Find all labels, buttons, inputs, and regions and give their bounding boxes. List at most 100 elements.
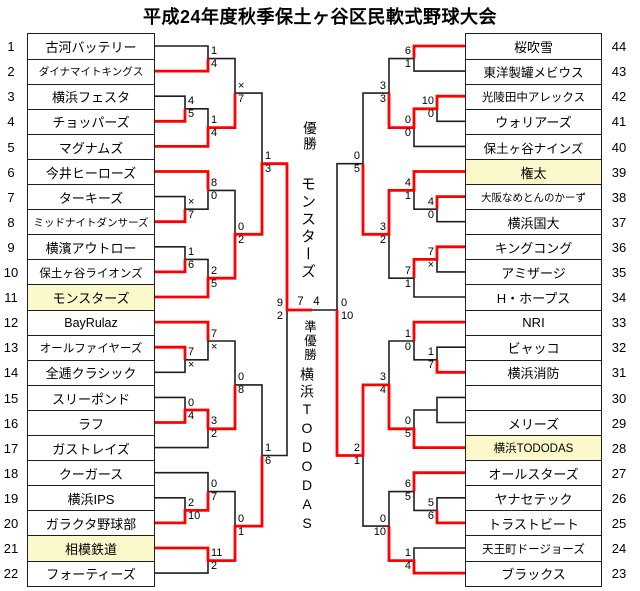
team-box: キングコング	[465, 234, 602, 261]
seed-number: 39	[611, 164, 627, 180]
team-box: ダイナマイトキングス	[27, 58, 155, 86]
seed-number: 13	[3, 340, 19, 356]
score-label: ×	[238, 79, 245, 92]
seed-number: 41	[611, 114, 627, 130]
seed-number: 1	[7, 39, 15, 55]
seed-number: 26	[611, 490, 627, 506]
team-box: H・ホープス	[465, 284, 602, 311]
score-label: 4	[427, 195, 434, 208]
seed-number: 5	[7, 139, 15, 155]
final-score-left: 7	[297, 296, 304, 308]
seed-number: 14	[3, 365, 19, 381]
score-label: 1	[211, 45, 218, 58]
seed-number: 32	[611, 340, 627, 356]
score-label: 7	[427, 359, 434, 372]
score-label: 0	[404, 415, 411, 428]
seed-number: 27	[611, 465, 627, 481]
champion-name: モンスターズ	[299, 176, 316, 281]
score-label: 7	[427, 245, 434, 258]
team-box: ターキーズ	[27, 184, 155, 211]
team-box: フォーティーズ	[27, 560, 155, 588]
score-label: 2	[276, 309, 283, 322]
team-box: 保土ヶ谷ライオンズ	[27, 259, 155, 286]
seed-number: 33	[611, 315, 627, 331]
score-label: 5	[353, 163, 360, 176]
team-box: オールファイヤーズ	[27, 334, 155, 362]
team-box: ヤナセテック	[465, 485, 602, 512]
team-box: 保土ヶ谷ナインズ	[465, 133, 602, 161]
score-label: 7	[238, 92, 245, 105]
team-box: アミザージ	[465, 259, 602, 286]
seed-number: 7	[7, 189, 15, 205]
team-box: オールスターズ	[465, 460, 602, 487]
team-box: チョッパーズ	[27, 108, 155, 136]
team-box: ガラクタ野球部	[27, 510, 155, 537]
team-box: 相模鉄道	[27, 535, 155, 562]
seed-number: 6	[7, 164, 15, 180]
score-label: 1	[404, 327, 411, 340]
team-box: 全逓クラシック	[27, 359, 155, 387]
score-label: ×	[188, 359, 195, 372]
team-box: BayRulaz	[27, 309, 155, 337]
team-box: 古河バッテリー	[27, 33, 155, 60]
score-label: 3	[379, 79, 386, 92]
team-box: メリーズ	[465, 409, 602, 437]
team-box: クーガース	[27, 460, 155, 487]
score-label: 0	[404, 127, 411, 140]
score-label: 5	[188, 108, 195, 121]
team-box: 横浜国大	[465, 209, 602, 236]
score-label: 0	[211, 478, 218, 491]
score-label: 8	[238, 384, 245, 397]
score-label: 1	[404, 547, 411, 560]
score-label: 3	[379, 92, 386, 105]
team-box: 桜吹雪	[465, 33, 602, 60]
score-label: ×	[427, 258, 434, 271]
seed-number: 10	[3, 265, 19, 281]
score-label: 2	[211, 428, 218, 441]
score-label: 7	[211, 327, 218, 340]
score-label: 5	[404, 428, 411, 441]
team-box: ブラックス	[465, 560, 602, 588]
team-box: 権太	[465, 158, 602, 186]
team-box: 光陵田中アレックス	[465, 83, 602, 111]
team-box: モンスターズ	[27, 284, 155, 311]
score-label: 1	[404, 277, 411, 290]
score-label: 11	[211, 547, 223, 560]
team-box: 横浜フェスタ	[27, 83, 155, 111]
team-box: スリーポンド	[27, 384, 155, 412]
team-box: ミッドナイトダンサーズ	[27, 209, 155, 236]
score-label: 3	[379, 371, 386, 384]
score-label: 0	[211, 189, 218, 202]
score-label: 2	[353, 442, 360, 454]
champion-label: 優勝	[301, 121, 316, 152]
score-label: 4	[211, 127, 218, 140]
score-label: 4	[211, 58, 218, 71]
score-label: 0	[427, 208, 434, 221]
seed-number: 3	[7, 89, 15, 105]
seed-number: 12	[3, 315, 19, 331]
score-label: 2	[379, 233, 386, 246]
score-label: 7	[211, 491, 218, 504]
seed-number: 37	[611, 214, 627, 230]
score-label: 6	[427, 509, 434, 522]
score-label: 2	[211, 264, 218, 277]
seed-number: 23	[611, 566, 627, 582]
team-box: ガストレイズ	[27, 435, 155, 462]
team-box: 天王町ドージョーズ	[465, 535, 602, 562]
score-label: 5	[427, 496, 434, 509]
seed-number: 16	[3, 415, 19, 431]
team-box: 横濱アウトロー	[27, 234, 155, 261]
seed-number: 44	[611, 39, 627, 55]
score-label: 1	[265, 442, 272, 454]
score-label: ×	[211, 340, 218, 353]
score-label: 3	[379, 220, 386, 233]
seed-number: 17	[3, 440, 19, 456]
score-label: 6	[404, 45, 411, 58]
team-box: ウォリアーズ	[465, 108, 602, 136]
score-label: 4	[404, 560, 411, 573]
seed-number: 19	[3, 490, 19, 506]
score-label: ×	[188, 195, 195, 208]
seed-number: 2	[7, 64, 15, 80]
score-label: 7	[404, 264, 411, 277]
score-label: 1	[404, 58, 411, 71]
